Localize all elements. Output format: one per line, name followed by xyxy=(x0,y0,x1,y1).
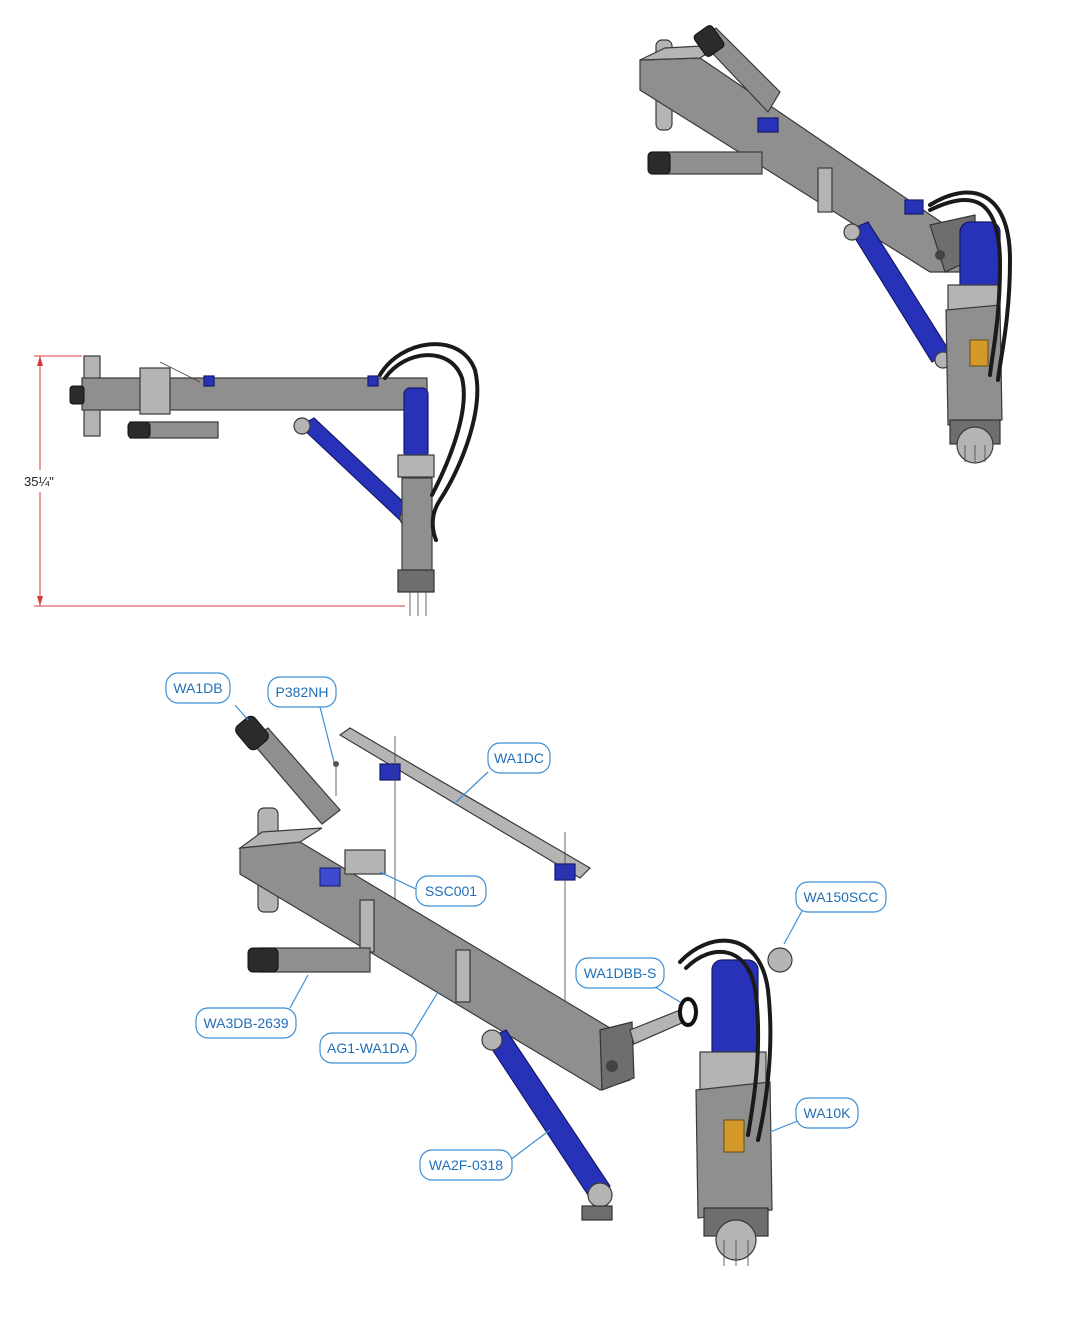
hydraulic-hose xyxy=(678,938,773,1142)
callout-label: SSC001 xyxy=(425,883,477,899)
dimension-label: 35¼" xyxy=(24,474,54,489)
callout-label: WA2F-0318 xyxy=(429,1157,503,1173)
callout-wa10k xyxy=(795,1097,859,1129)
hydraulic-hose xyxy=(378,342,480,542)
shaft-collar xyxy=(767,947,793,973)
callout-wa150scc xyxy=(795,881,887,913)
callouts: WA1DB P382NH WA1DC SSC001 WA150SCC WA1DB… xyxy=(165,672,887,1181)
callout-ssc001 xyxy=(415,875,487,907)
leader-p382nh xyxy=(319,706,335,763)
callout-label: P382NH xyxy=(276,684,329,700)
leader-wa1db xyxy=(234,704,249,721)
callout-ag1-wa1da xyxy=(319,1032,417,1064)
callout-label: WA1DB xyxy=(173,680,222,696)
callout-wa2f-0318 xyxy=(419,1149,513,1181)
leader-ssc001 xyxy=(379,871,419,891)
leader-wa3db-2639 xyxy=(289,974,309,1009)
callout-label: WA3DB-2639 xyxy=(203,1015,288,1031)
hydraulic-hose xyxy=(928,190,1013,382)
drive-body xyxy=(401,477,433,579)
leader-wa10k xyxy=(769,1119,801,1133)
pivot-pin xyxy=(629,1009,685,1045)
exploded-view xyxy=(235,715,793,1266)
side-elevation-view: 35¼" xyxy=(24,342,480,616)
callout-label: AG1-WA1DA xyxy=(327,1040,410,1056)
swivel-head xyxy=(403,387,429,459)
leader-wa150scc xyxy=(783,910,803,945)
callout-wa3db-2639 xyxy=(195,1007,297,1039)
callout-wa1db xyxy=(165,672,231,704)
bushing-ring xyxy=(678,997,698,1027)
callout-label: WA150SCC xyxy=(804,889,879,905)
callout-label: WA1DC xyxy=(494,750,544,766)
callout-label: WA10K xyxy=(804,1105,852,1121)
guide-rod xyxy=(338,727,591,879)
leader-wa2f-0318 xyxy=(509,1129,551,1161)
clamp-front xyxy=(904,199,924,215)
leader-ag1-wa1da xyxy=(409,991,439,1039)
callout-p382nh xyxy=(267,676,337,708)
clamp-top xyxy=(757,117,779,133)
leader-wa1dc xyxy=(455,771,489,803)
callout-label: WA1DBB-S xyxy=(584,965,657,981)
callout-wa1dc xyxy=(487,742,551,774)
callout-wa1dbb-s xyxy=(575,957,665,989)
isometric-assembled-view xyxy=(639,25,1013,464)
cylinder xyxy=(298,417,415,523)
